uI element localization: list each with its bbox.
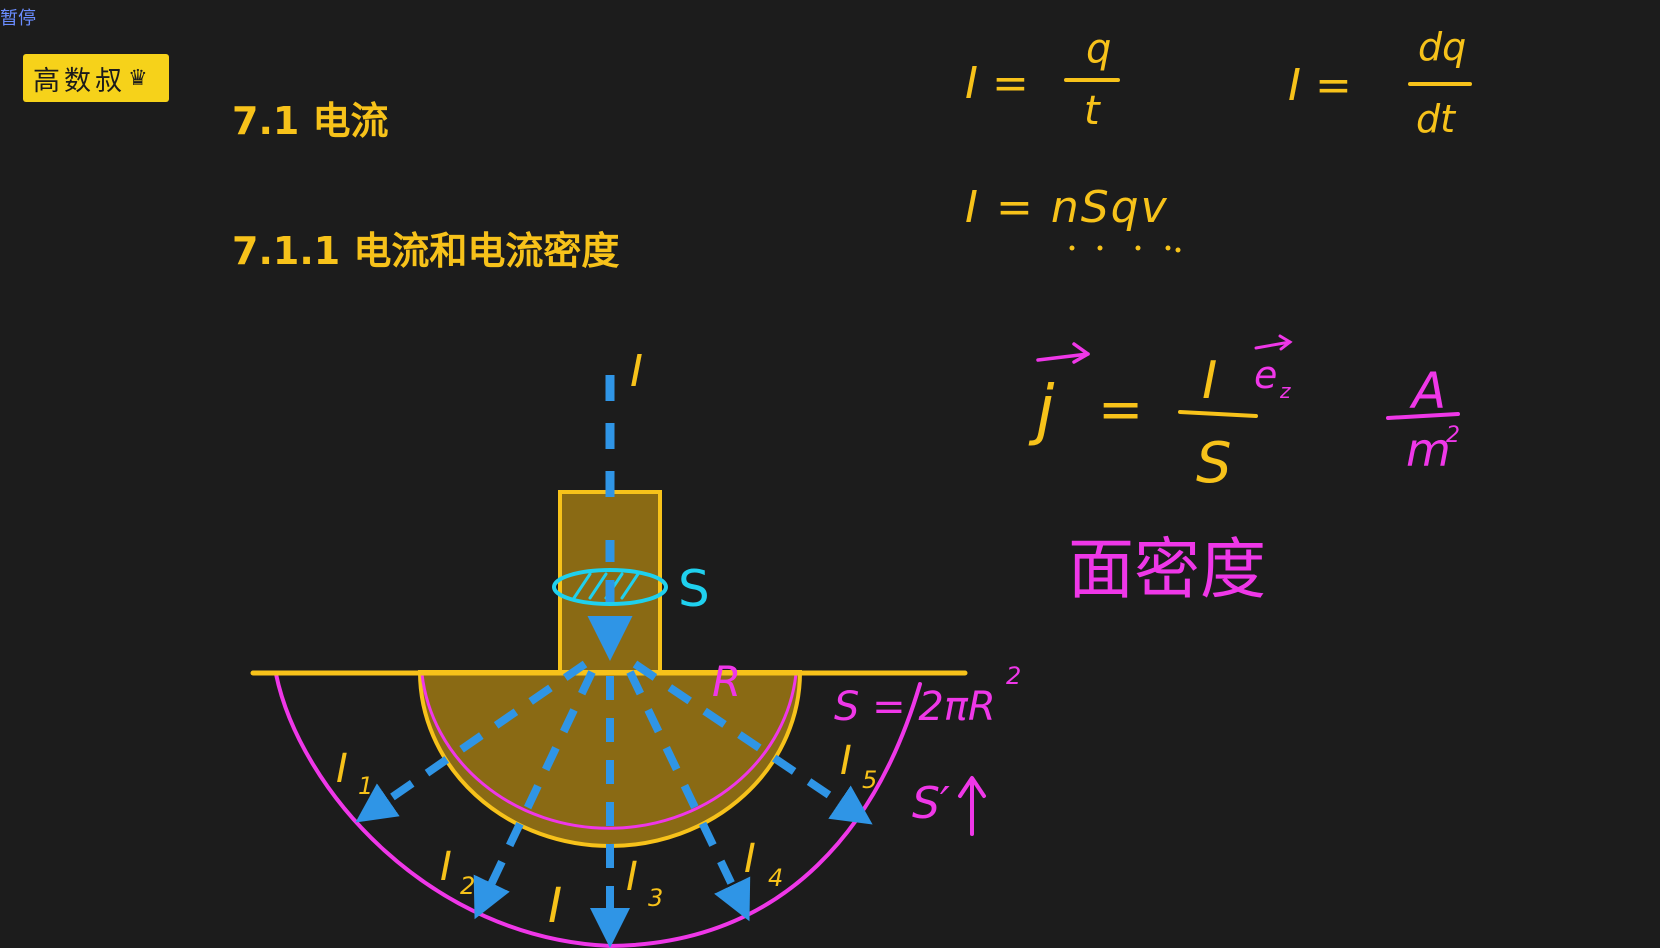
branch-arrow-5 (632, 660, 873, 825)
cross-section-ellipse (552, 568, 668, 606)
formula-2-denominator: dt (1416, 97, 1457, 141)
branch-label-5: I (840, 738, 852, 784)
j-denominator: S (1196, 431, 1232, 496)
cross-section-label: S (678, 560, 710, 618)
branch-label-4: I (744, 836, 756, 882)
surface-density-note: 面密度 (1068, 531, 1266, 608)
formula-1-lhs: I = (965, 58, 1029, 109)
formula-1-numerator: q (1086, 26, 1111, 72)
formula-2-numerator: dq (1418, 25, 1466, 69)
branch-sub-5: 5 (862, 766, 877, 794)
logo-badge: 高数叔 ♛ (23, 54, 169, 102)
j-vector-arrow-shaft (1036, 352, 1090, 362)
unit-power: 2 (1446, 423, 1460, 448)
unit-denominator: m (1406, 423, 1451, 477)
top-current-label: I (630, 346, 643, 397)
formula-2-lhs: I = (1288, 60, 1352, 111)
formula-i-eq-dq-over-dt: I = dq dt (1288, 25, 1472, 141)
unit-vector-arrow-shaft (1254, 340, 1292, 350)
branch-label-3: I (626, 854, 638, 900)
section-title: 7.1 电流 (232, 99, 389, 143)
unit-numerator: A (1409, 362, 1446, 420)
branch-arrow-1 (355, 660, 588, 823)
area-formula: S = 2πR (834, 684, 996, 730)
crown-icon: ♛ (128, 65, 148, 91)
branch-label-1: I (336, 746, 348, 792)
formula-i-eq-q-over-t: I = q t (965, 26, 1120, 134)
j-vector-arrow-head (1072, 342, 1090, 364)
unit-vector-e: e (1254, 353, 1277, 397)
formula-1-denominator: t (1084, 88, 1101, 134)
emphasis-dots (1069, 245, 1181, 253)
bottom-current-label: I (548, 878, 562, 934)
outer-surface-label: S′ (912, 778, 950, 829)
subsection-title: 7.1.1 电流和电流密度 (232, 229, 620, 273)
unit-fraction-bar (1386, 412, 1460, 420)
branch-sub-4: 4 (768, 864, 783, 892)
branch-sub-3: 3 (648, 884, 663, 912)
unit-vector-subscript: z (1279, 379, 1291, 403)
j-numerator: I (1202, 351, 1217, 411)
outer-surface-arrow-head (958, 776, 986, 798)
branch-label-2: I (440, 844, 452, 890)
branch-sub-2: 2 (460, 872, 475, 900)
corner-label: 暂停 (0, 8, 36, 29)
branch-labels: I 1 I 2 I 3 I 4 I 5 I (336, 738, 877, 934)
radius-label: R (712, 657, 741, 706)
j-equals: = (1098, 378, 1143, 441)
logo-text: 高数叔 (33, 65, 126, 97)
area-formula-power: 2 (1006, 662, 1021, 690)
unit-vector-arrow-head (1278, 334, 1293, 351)
branch-sub-1: 1 (358, 772, 373, 800)
cross-section-s: S (552, 560, 710, 618)
formula-current-density: j = I S e z (1028, 334, 1293, 496)
j-symbol: j (1028, 371, 1055, 448)
inner-hemisphere (420, 673, 798, 830)
formula-i-eq-nsqv: I = nSqv (965, 182, 1181, 253)
j-fraction-bar (1178, 410, 1258, 418)
branch-arrow-4 (626, 670, 751, 922)
unit-amps-per-square-meter: A m 2 (1386, 362, 1460, 477)
branch-arrows (355, 660, 873, 948)
cross-section-hatching (572, 572, 640, 600)
conductor-diagram: S I I 1 I 2 I 3 I 4 I 5 I R (250, 346, 1021, 948)
branch-arrow-2 (473, 670, 596, 920)
formula-3: I = nSqv (965, 182, 1169, 233)
